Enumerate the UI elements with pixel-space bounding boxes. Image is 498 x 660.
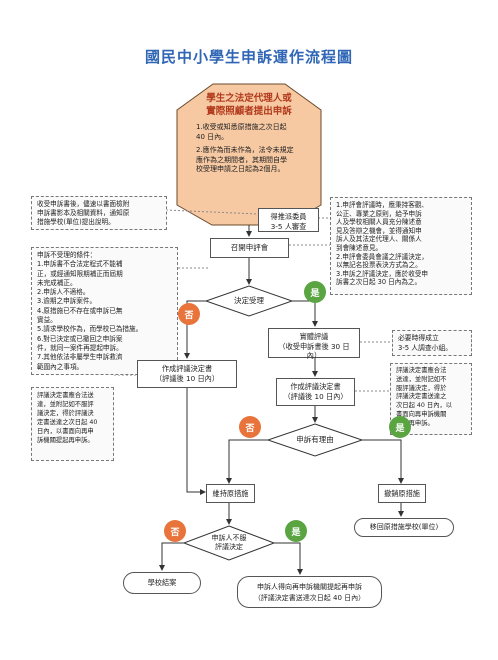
node-convene: 召開申評會 (210, 238, 289, 258)
appeal-start-heading: 學生之法定代理人或 實際照顧者提出申訴 (206, 93, 292, 117)
badge-no-dissatisfied: 否 (164, 520, 186, 542)
accept-diamond (204, 285, 294, 317)
node-accept-decision: 決定受理 (234, 296, 264, 305)
justified-diamond (266, 423, 364, 457)
note-decision-notice-left: 評議決定書應合法送 達，並附記如不服評 議決定，得於評議決 定書送達之次日起 4… (31, 387, 114, 461)
page-title: 國民中小學生申訴運作流程圖 (144, 48, 353, 66)
node-dissatisfied: 申訴人不服 評議決定 (211, 534, 247, 551)
node-decision-substantive: 作成評議決定書 （評議後 10 日內） (276, 378, 355, 406)
note-committee-members: 得推派委員 3-5 人審查 (258, 208, 319, 232)
note-meeting-rules: 1.申評會評議時，應秉持客觀、 公正、專業之原則，給予申訴 人及學校相關人員充分… (330, 197, 472, 295)
node-re-appeal: 申訴人得向再申訴機關提起再申訴 （評議決定書送達次日起 40 日內） (237, 576, 382, 608)
node-justified: 申訴有理由 (296, 435, 334, 444)
badge-yes-justified: 是 (389, 416, 411, 438)
note-group-review: 必要時得成立 3-5 人調查小組。 (392, 330, 472, 356)
node-close: 學校結案 (123, 572, 201, 594)
badge-no-justified: 否 (239, 416, 261, 438)
node-revoke: 撤銷原措施 (378, 484, 426, 503)
badge-no-accept: 否 (178, 303, 200, 325)
appeal-start-item-2: 2.應作為而未作為，法令未規定 應作為之期間者，其期間自學 校受理申請之日起為2… (196, 146, 294, 173)
node-maintain: 維持原措施 (206, 484, 255, 503)
dissatisfied-diamond (182, 525, 276, 561)
badge-yes-dissatisfied: 是 (285, 520, 307, 542)
appeal-start-item-1: 1.收受或知悉原措施之次日起 40 日內。 (196, 123, 287, 141)
note-rejection-conditions: 申訴不受理的條件： 1.申訴書不合法定程式不能補 正，或經通知限期補正而屆期 未… (31, 247, 178, 375)
badge-yes-accept: 是 (304, 281, 326, 303)
note-receive: 收受申訴書後，儘速以書面檢附 申訴書影本及相關資料，通知原 措施學校(單位)提出… (31, 196, 167, 230)
node-substantive-review: 實體評議 （收受申訴書後 30 日內） (268, 328, 360, 360)
node-decision-reject: 作成評議決定書 （評議後 10 日內） (137, 360, 237, 388)
node-return-school: 移回原措施學校(單位) (354, 518, 454, 537)
